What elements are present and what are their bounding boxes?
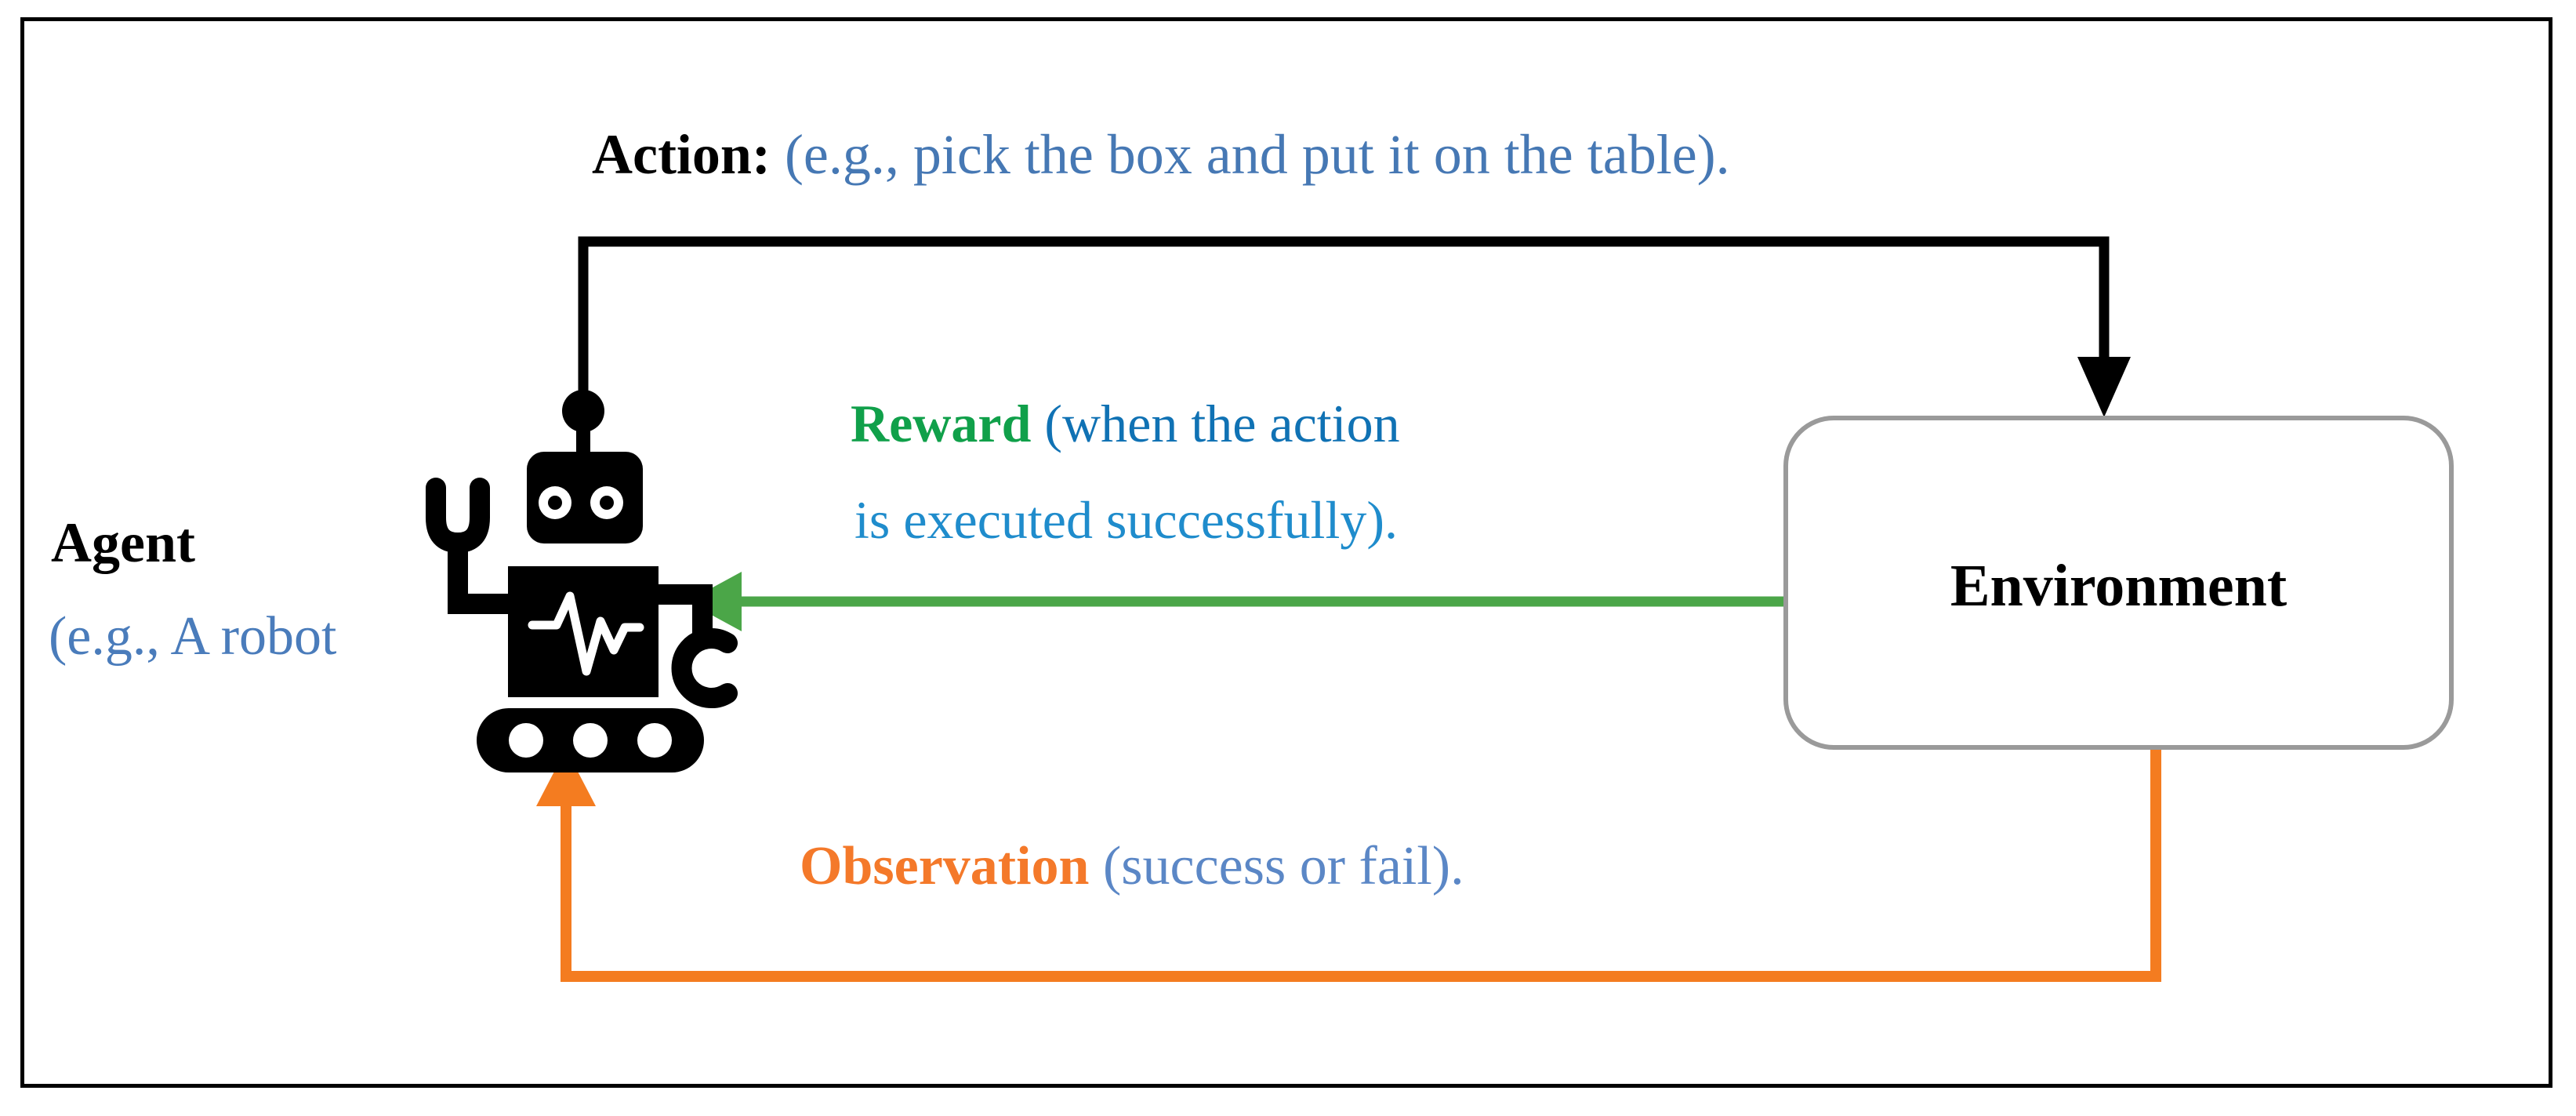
observation-label: Observation (success or fail). bbox=[800, 838, 1464, 896]
observation-detail: (success or fail). bbox=[1102, 836, 1464, 896]
reward-keyword: Reward bbox=[851, 394, 1032, 453]
environment-label: Environment bbox=[1950, 553, 2288, 619]
action-detail: (e.g., pick the box and put it on the ta… bbox=[784, 123, 1730, 186]
reward-detail-line1: (when the action bbox=[1044, 394, 1400, 453]
action-keyword: Action: bbox=[592, 123, 771, 186]
reward-detail-line2: is executed successfully). bbox=[854, 490, 1398, 550]
agent-subtitle: (e.g., A robot bbox=[49, 606, 337, 667]
environment-box: Environment bbox=[1783, 416, 2454, 750]
observation-keyword: Observation bbox=[800, 836, 1090, 896]
agent-title: Agent bbox=[51, 511, 195, 574]
reward-label-line1: Reward (when the action bbox=[851, 394, 1400, 453]
action-label: Action: (e.g., pick the box and put it o… bbox=[592, 125, 1730, 185]
